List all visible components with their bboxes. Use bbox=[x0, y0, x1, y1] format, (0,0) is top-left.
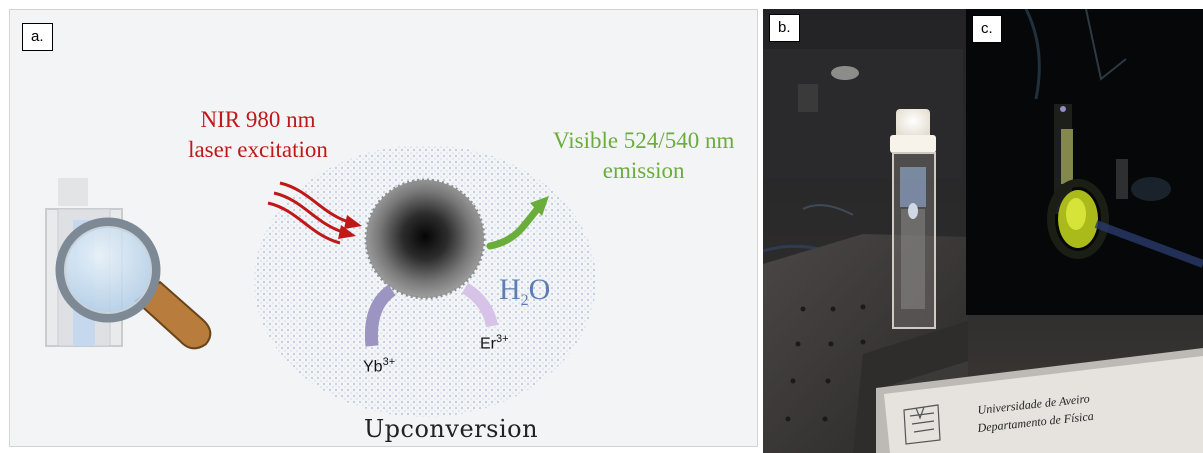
visible-line-1: Visible 524/540 nm bbox=[553, 128, 735, 153]
water-o: O bbox=[528, 273, 551, 306]
water-h: H bbox=[499, 273, 521, 306]
er-text: Er bbox=[480, 335, 496, 353]
water-label: H2O bbox=[499, 273, 550, 310]
panel-label-b: b. bbox=[769, 14, 800, 42]
yb-arm bbox=[364, 284, 396, 347]
er-arm bbox=[461, 282, 498, 328]
schematic-graphics bbox=[45, 145, 596, 417]
nir-line-1: NIR 980 nm bbox=[200, 107, 316, 132]
water-sub: 2 bbox=[520, 292, 529, 309]
photo-cuvette bbox=[890, 109, 936, 329]
nir-line-2: laser excitation bbox=[188, 137, 328, 162]
upconversion-caption: Upconversion bbox=[363, 415, 539, 443]
panel-label-c: c. bbox=[972, 15, 1002, 43]
nir-arrows bbox=[267, 181, 362, 245]
nanoparticle bbox=[364, 178, 486, 300]
panel-c-photo: c. bbox=[966, 9, 1203, 315]
magnifier-icon bbox=[55, 217, 212, 350]
emission-arrow bbox=[486, 196, 549, 250]
yb-charge: 3+ bbox=[382, 356, 396, 368]
plate-area: Universidade de Aveiro Departamento de F… bbox=[876, 348, 1203, 453]
er-ion-label: Er3+ bbox=[480, 333, 509, 353]
yb-ion-label: Yb3+ bbox=[363, 356, 395, 376]
photo-c-graphics bbox=[966, 9, 1203, 315]
visible-line-2: emission bbox=[602, 158, 685, 183]
er-charge: 3+ bbox=[496, 333, 509, 345]
nir-excitation-label: NIR 980 nm laser excitation bbox=[158, 105, 358, 165]
panel-label-a: a. bbox=[22, 23, 53, 51]
visible-emission-label: Visible 524/540 nm emission bbox=[553, 126, 734, 186]
eagle-logo-icon bbox=[903, 404, 941, 445]
panel-a-schematic: a. NIR 980 nm laser excitation Visible 5… bbox=[9, 9, 758, 447]
plate-graphics: Universidade de Aveiro Departamento de F… bbox=[876, 348, 1203, 453]
yb-text: Yb bbox=[363, 358, 383, 376]
